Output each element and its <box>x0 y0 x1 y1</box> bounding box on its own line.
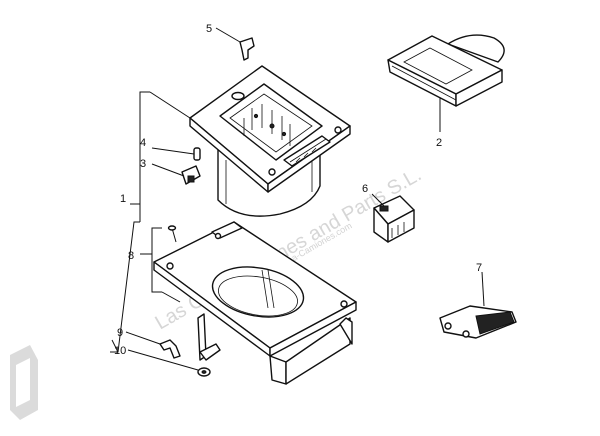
leader-lines <box>110 27 485 371</box>
part-6-connector <box>373 195 415 243</box>
label-6: 6 <box>362 183 368 195</box>
watermark-logo <box>10 345 38 420</box>
label-10: 10 <box>114 345 126 357</box>
label-4: 4 <box>140 137 146 149</box>
label-1: 1 <box>120 193 126 205</box>
part-1-housing <box>189 65 351 217</box>
label-5: 5 <box>206 23 212 35</box>
part-8-screw <box>167 225 177 243</box>
part-3-knob <box>181 165 201 185</box>
part-10-nut <box>197 367 211 377</box>
part-2-cover <box>387 34 505 107</box>
label-8: 8 <box>128 250 134 262</box>
part-labels: 5 2 4 3 1 6 8 7 9 10 <box>114 23 482 357</box>
part-4-pin <box>193 147 201 161</box>
label-7: 7 <box>476 262 482 274</box>
part-9-clip <box>159 339 181 359</box>
label-2: 2 <box>436 137 442 149</box>
label-9: 9 <box>117 327 123 339</box>
part-7-plate <box>439 305 517 339</box>
label-3: 3 <box>140 158 146 170</box>
part-5-clip <box>239 37 255 61</box>
part-8-bracket <box>153 221 357 385</box>
